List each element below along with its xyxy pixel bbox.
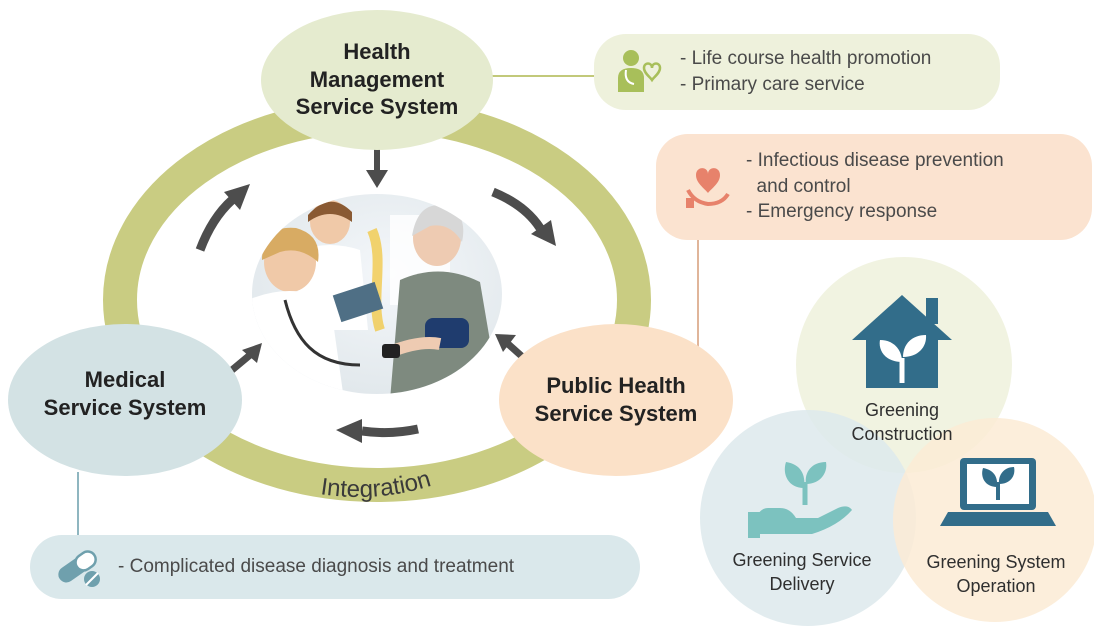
greening-service-delivery-line-1: Greening Service: [732, 550, 872, 570]
heart-hand-icon: [686, 168, 730, 208]
node-medical-label: Medical Service System: [22, 366, 228, 421]
info-pill-middle-text: - Infectious disease prevention and cont…: [746, 148, 1004, 225]
info-pill-middle-line: - Infectious disease prevention: [746, 150, 1004, 171]
info-pill-top-text: - Life course health promotion - Primary…: [680, 46, 931, 97]
doctor-icon: [618, 50, 662, 92]
info-pill-middle-line: and control: [746, 175, 851, 197]
info-pill-middle-line: - Emergency response: [746, 201, 938, 223]
greening-system-operation-line-1: Greening System: [926, 552, 1066, 572]
node-health-management-line-1: Health: [343, 39, 411, 64]
node-health-management-line-3: Service System: [295, 94, 459, 119]
node-medical-line-2: Service System: [43, 394, 207, 420]
info-pill-top-line: - Life course health promotion: [680, 48, 932, 69]
info-pill-bottom-text: - Complicated disease diagnosis and trea…: [118, 554, 514, 580]
node-public-health-line-1: Public Health: [546, 373, 686, 398]
greening-service-delivery-line-2: Delivery: [769, 574, 835, 595]
node-medical: [8, 324, 242, 476]
node-public-health-label: Public Health Service System: [510, 372, 722, 427]
hand-plant-icon: [748, 462, 852, 538]
house-plant-icon: [852, 295, 952, 388]
greening-system-operation-label: Greening System Operation: [906, 550, 1086, 599]
laptop-plant-icon: [940, 458, 1056, 526]
greening-service-delivery-label: Greening Service Delivery: [712, 548, 892, 597]
greening-system-operation-line-2: Operation: [956, 576, 1036, 597]
greening-construction-line-2: Construction: [851, 424, 953, 445]
info-pill-top-line: - Primary care service: [680, 73, 865, 95]
central-photo: [252, 194, 502, 394]
arrow-into-photo-left-icon: [229, 343, 262, 373]
node-public-health-line-2: Service System: [534, 400, 698, 426]
node-medical-line-1: Medical: [84, 367, 166, 392]
arrow-curve-up-icon: [195, 184, 250, 252]
arrow-down-icon: [366, 145, 388, 188]
pill-capsule-icon: [58, 550, 100, 587]
node-health-management-line-2: Management: [309, 66, 445, 92]
node-health-management-label: Health Management Service System: [272, 38, 482, 121]
node-health-management: [261, 10, 493, 150]
greening-construction-label: Greening Construction: [820, 398, 984, 447]
info-pill-middle: - Infectious disease prevention and cont…: [656, 134, 1092, 240]
info-pill-top: - Life course health promotion - Primary…: [594, 34, 1000, 110]
info-pill-bottom: - Complicated disease diagnosis and trea…: [30, 535, 640, 599]
info-pill-bottom-line: - Complicated disease diagnosis and trea…: [118, 556, 515, 577]
arrow-left-icon: [336, 419, 419, 443]
flow-arrows: [195, 145, 556, 443]
greening-construction-line-1: Greening: [864, 400, 940, 420]
arrow-curve-right-icon: [491, 187, 556, 246]
node-public-health: [499, 324, 733, 476]
